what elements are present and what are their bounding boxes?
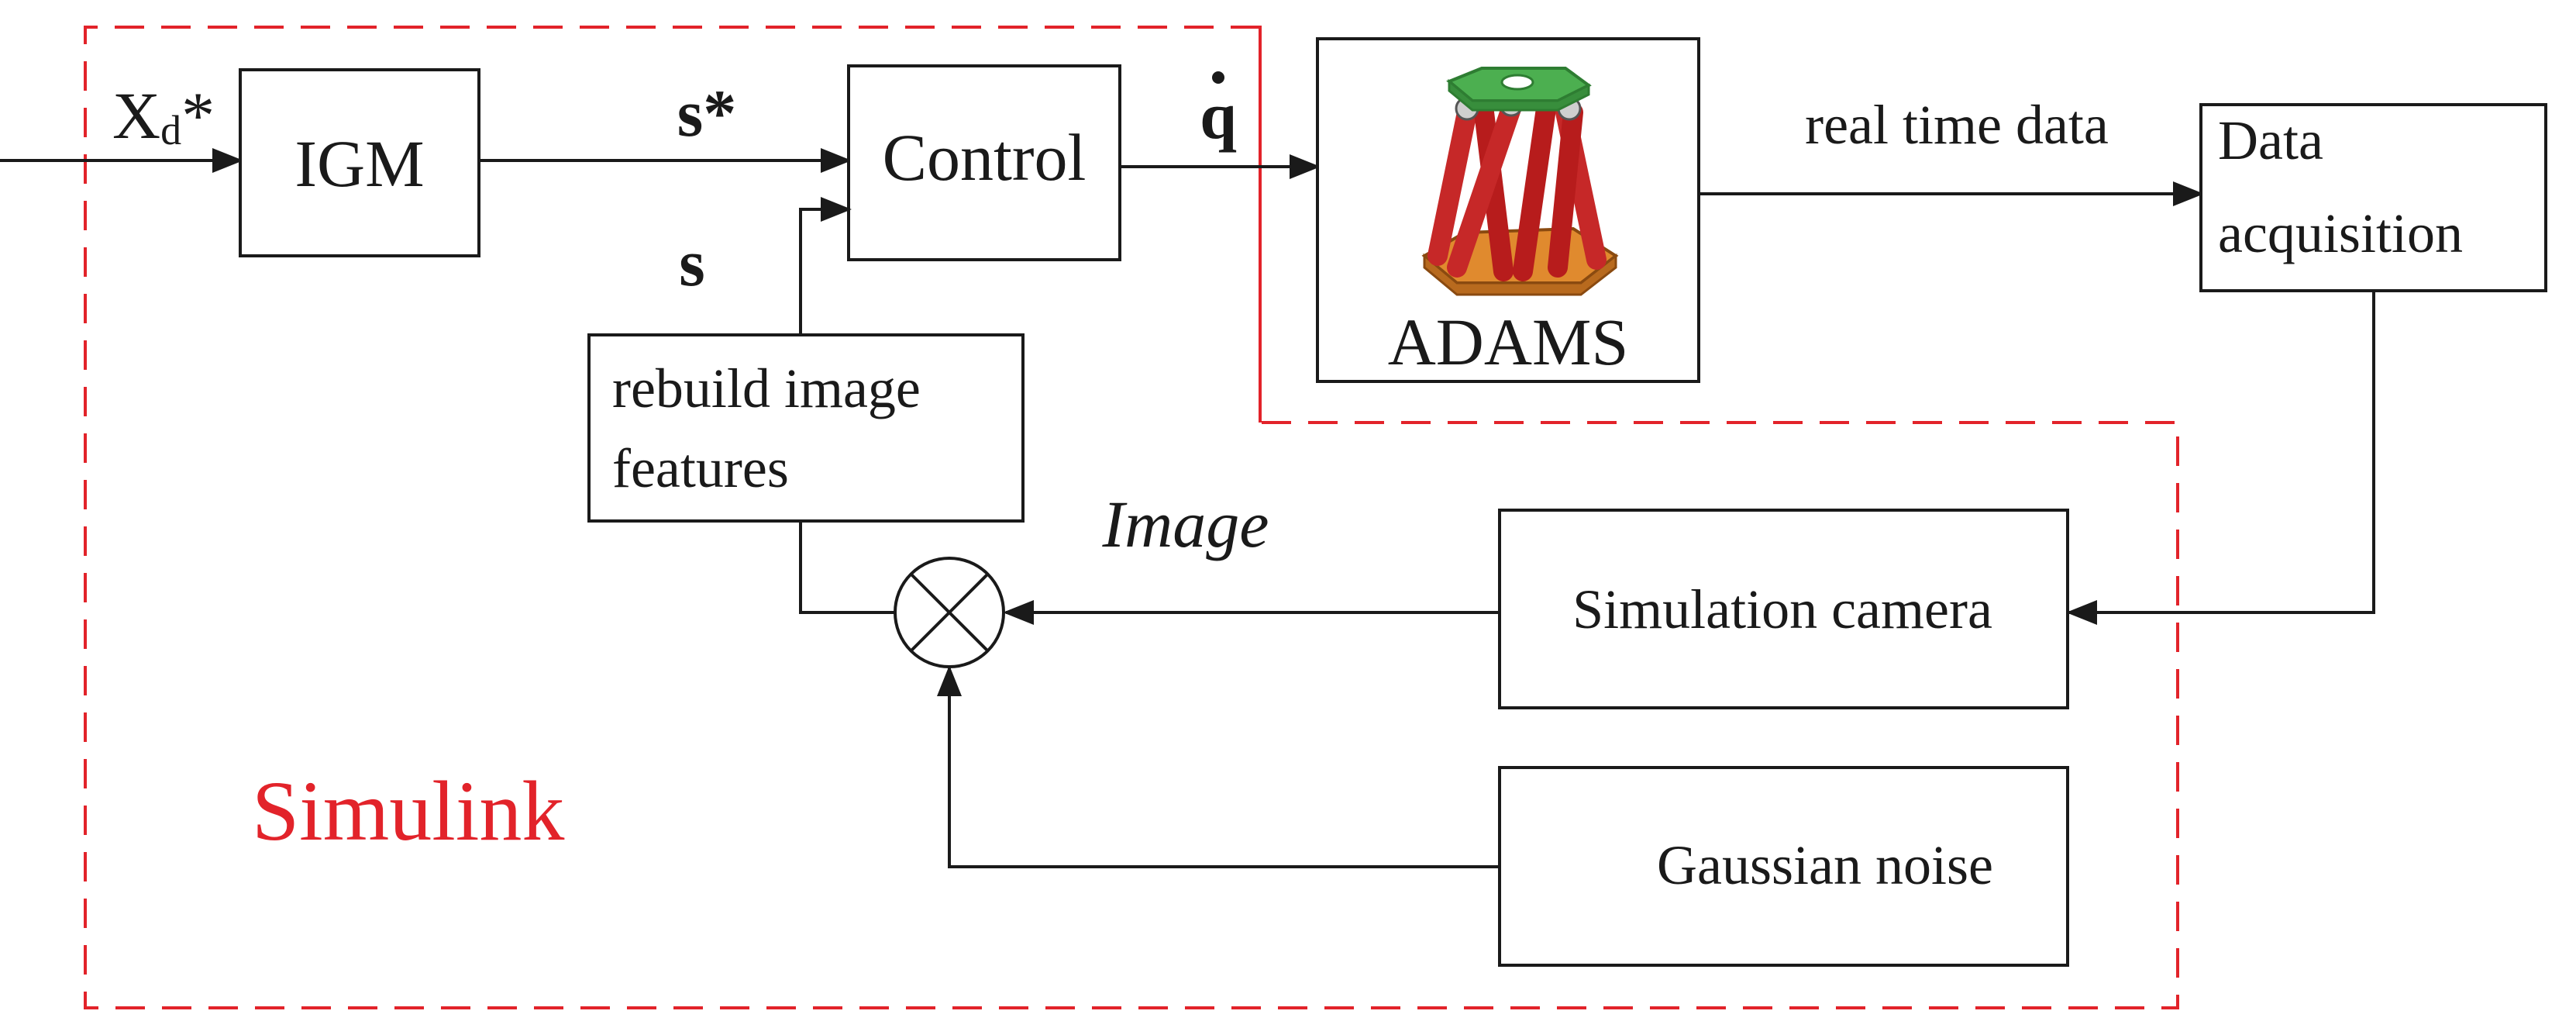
igm-block[interactable]	[239, 68, 480, 257]
simulation-camera-block[interactable]	[1498, 509, 2069, 709]
adams-label: ADAMS	[1388, 305, 1629, 379]
rebuild-features-line2: features	[612, 437, 789, 499]
junction-to-rebuild-line	[799, 521, 895, 614]
real-time-data-label: real time data	[1805, 94, 2109, 156]
image-label: Image	[1102, 487, 1269, 561]
s-star-label: s*	[677, 76, 736, 150]
gaussian-noise-block[interactable]	[1498, 766, 2069, 967]
rebuild-features-line1: rebuild image	[612, 357, 921, 419]
control-label: Control	[883, 120, 1087, 195]
simulation-camera-label: Simulation camera	[1572, 578, 1992, 640]
simulink-region-border	[84, 26, 2179, 1009]
control-block[interactable]	[847, 64, 1121, 261]
data-acquisition-block[interactable]	[2199, 103, 2547, 292]
s-label: s	[679, 226, 704, 300]
input-label: Xd*	[112, 78, 215, 154]
data-acquisition-line2: acquisition	[2218, 202, 2463, 264]
hexapod-robot-icon	[1421, 67, 1619, 296]
igm-label: IGM	[294, 126, 424, 201]
gaussian-noise-label: Gaussian noise	[1657, 834, 1993, 896]
circle-with-x-icon	[894, 557, 1005, 668]
rebuild-to-control-arrow	[799, 197, 852, 335]
qdot-label: q	[1200, 78, 1237, 153]
noise-to-junction-arrow	[937, 665, 1500, 868]
rebuild-features-block[interactable]	[587, 333, 1025, 523]
simulink-label: Simulink	[252, 764, 564, 858]
acquisition-to-camera-arrow	[2066, 291, 2375, 625]
data-acquisition-line1: Data	[2218, 109, 2323, 171]
qdot-dot	[1212, 71, 1224, 84]
